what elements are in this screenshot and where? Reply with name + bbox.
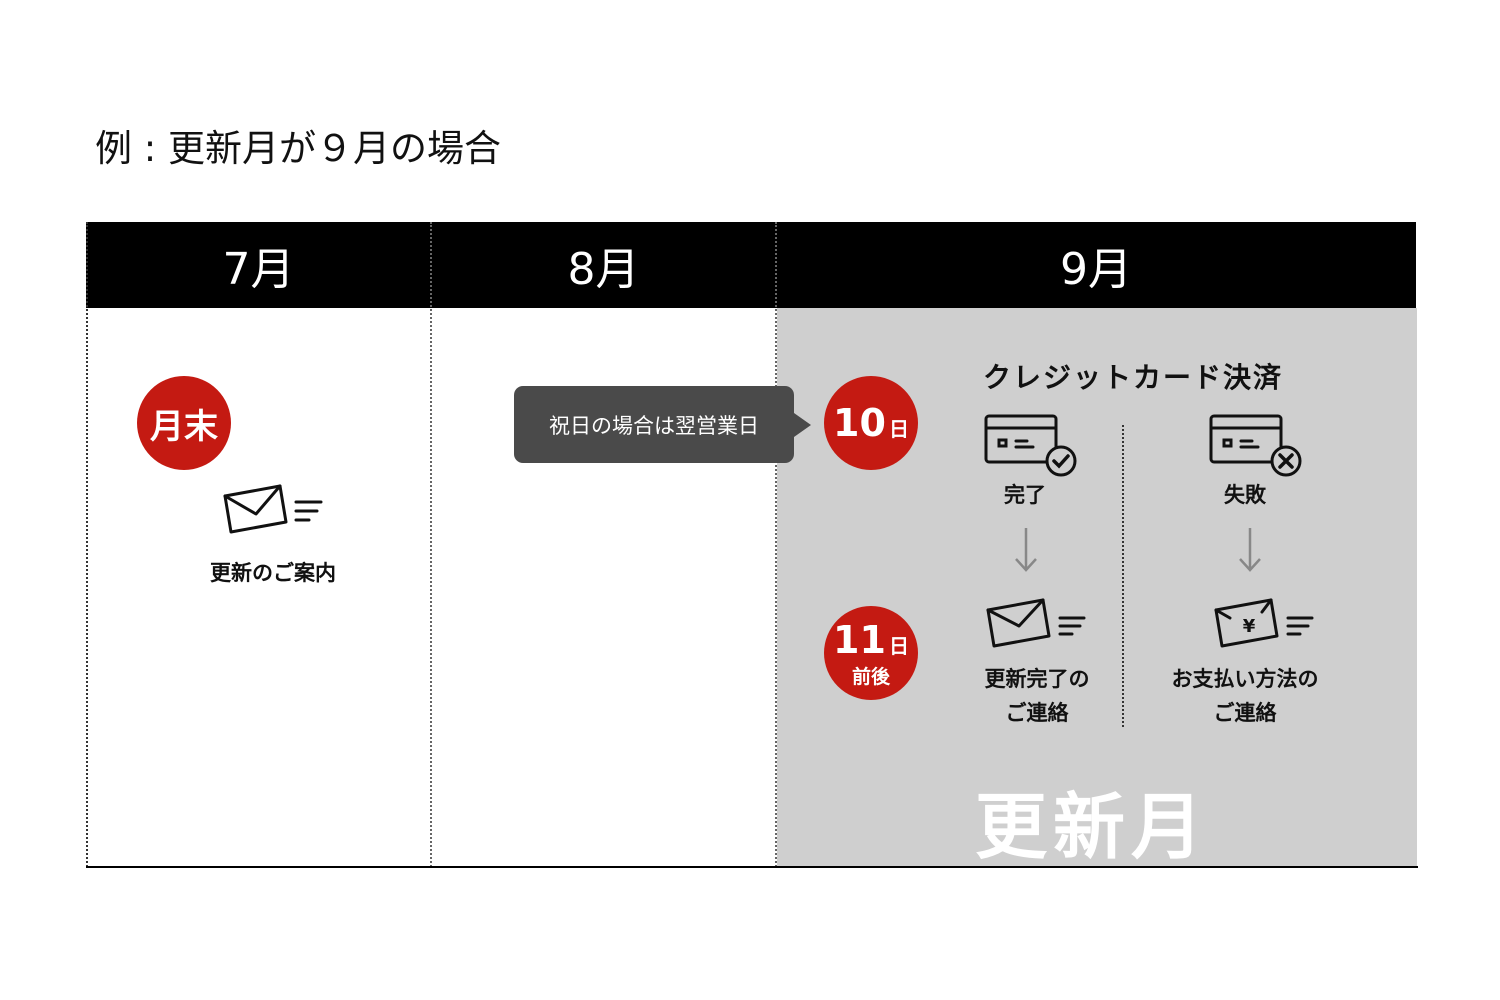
day-number: 11 (833, 618, 886, 662)
mail-icon (223, 484, 323, 534)
holiday-tooltip: 祝日の場合は翌営業日 (514, 386, 794, 463)
renewal-month-label: 更新月 (974, 785, 1210, 869)
notice-line: お支払い方法の (1171, 667, 1319, 691)
notice-line: 更新完了の (984, 667, 1090, 691)
day-number: 10 (833, 401, 886, 445)
month-header-august: 8月 (431, 222, 776, 308)
payment-method-notice: お支払い方法の ご連絡 (1172, 662, 1319, 730)
month-header-july: 7月 (86, 222, 431, 308)
failure-label: 失敗 (1224, 483, 1266, 507)
mail-icon (986, 598, 1086, 648)
yen-mail-icon: ¥ (1214, 598, 1314, 648)
day-unit: 日 (888, 417, 909, 441)
approx-label: 前後 (851, 666, 890, 688)
month-header-september: 9月 (776, 222, 1416, 308)
card-failure-icon (1209, 414, 1302, 477)
month-end-label: 月末 (150, 406, 218, 447)
column-divider (86, 222, 88, 867)
card-success-icon (984, 414, 1077, 477)
day-unit: 日 (888, 634, 909, 658)
svg-text:¥: ¥ (1243, 616, 1256, 637)
holiday-tooltip-text: 祝日の場合は翌営業日 (549, 413, 759, 438)
tooltip-arrow (794, 413, 811, 437)
branch-divider (1122, 425, 1124, 727)
notice-line: ご連絡 (1213, 701, 1277, 725)
notice-line: ご連絡 (1005, 701, 1069, 725)
column-divider (775, 222, 777, 867)
arrow-down-icon (1239, 528, 1261, 572)
credit-card-heading: クレジットカード決済 (982, 361, 1284, 394)
success-label: 完了 (1004, 483, 1046, 507)
renewal-notice-label: 更新のご案内 (210, 561, 336, 585)
renewal-complete-notice: 更新完了の ご連絡 (985, 662, 1090, 730)
bottom-rule (86, 866, 1418, 868)
arrow-down-icon (1015, 528, 1037, 572)
month-end-badge: 月末 (137, 376, 231, 470)
column-divider (430, 222, 432, 867)
page-title: 例 : 更新月が９月の場合 (95, 127, 501, 170)
